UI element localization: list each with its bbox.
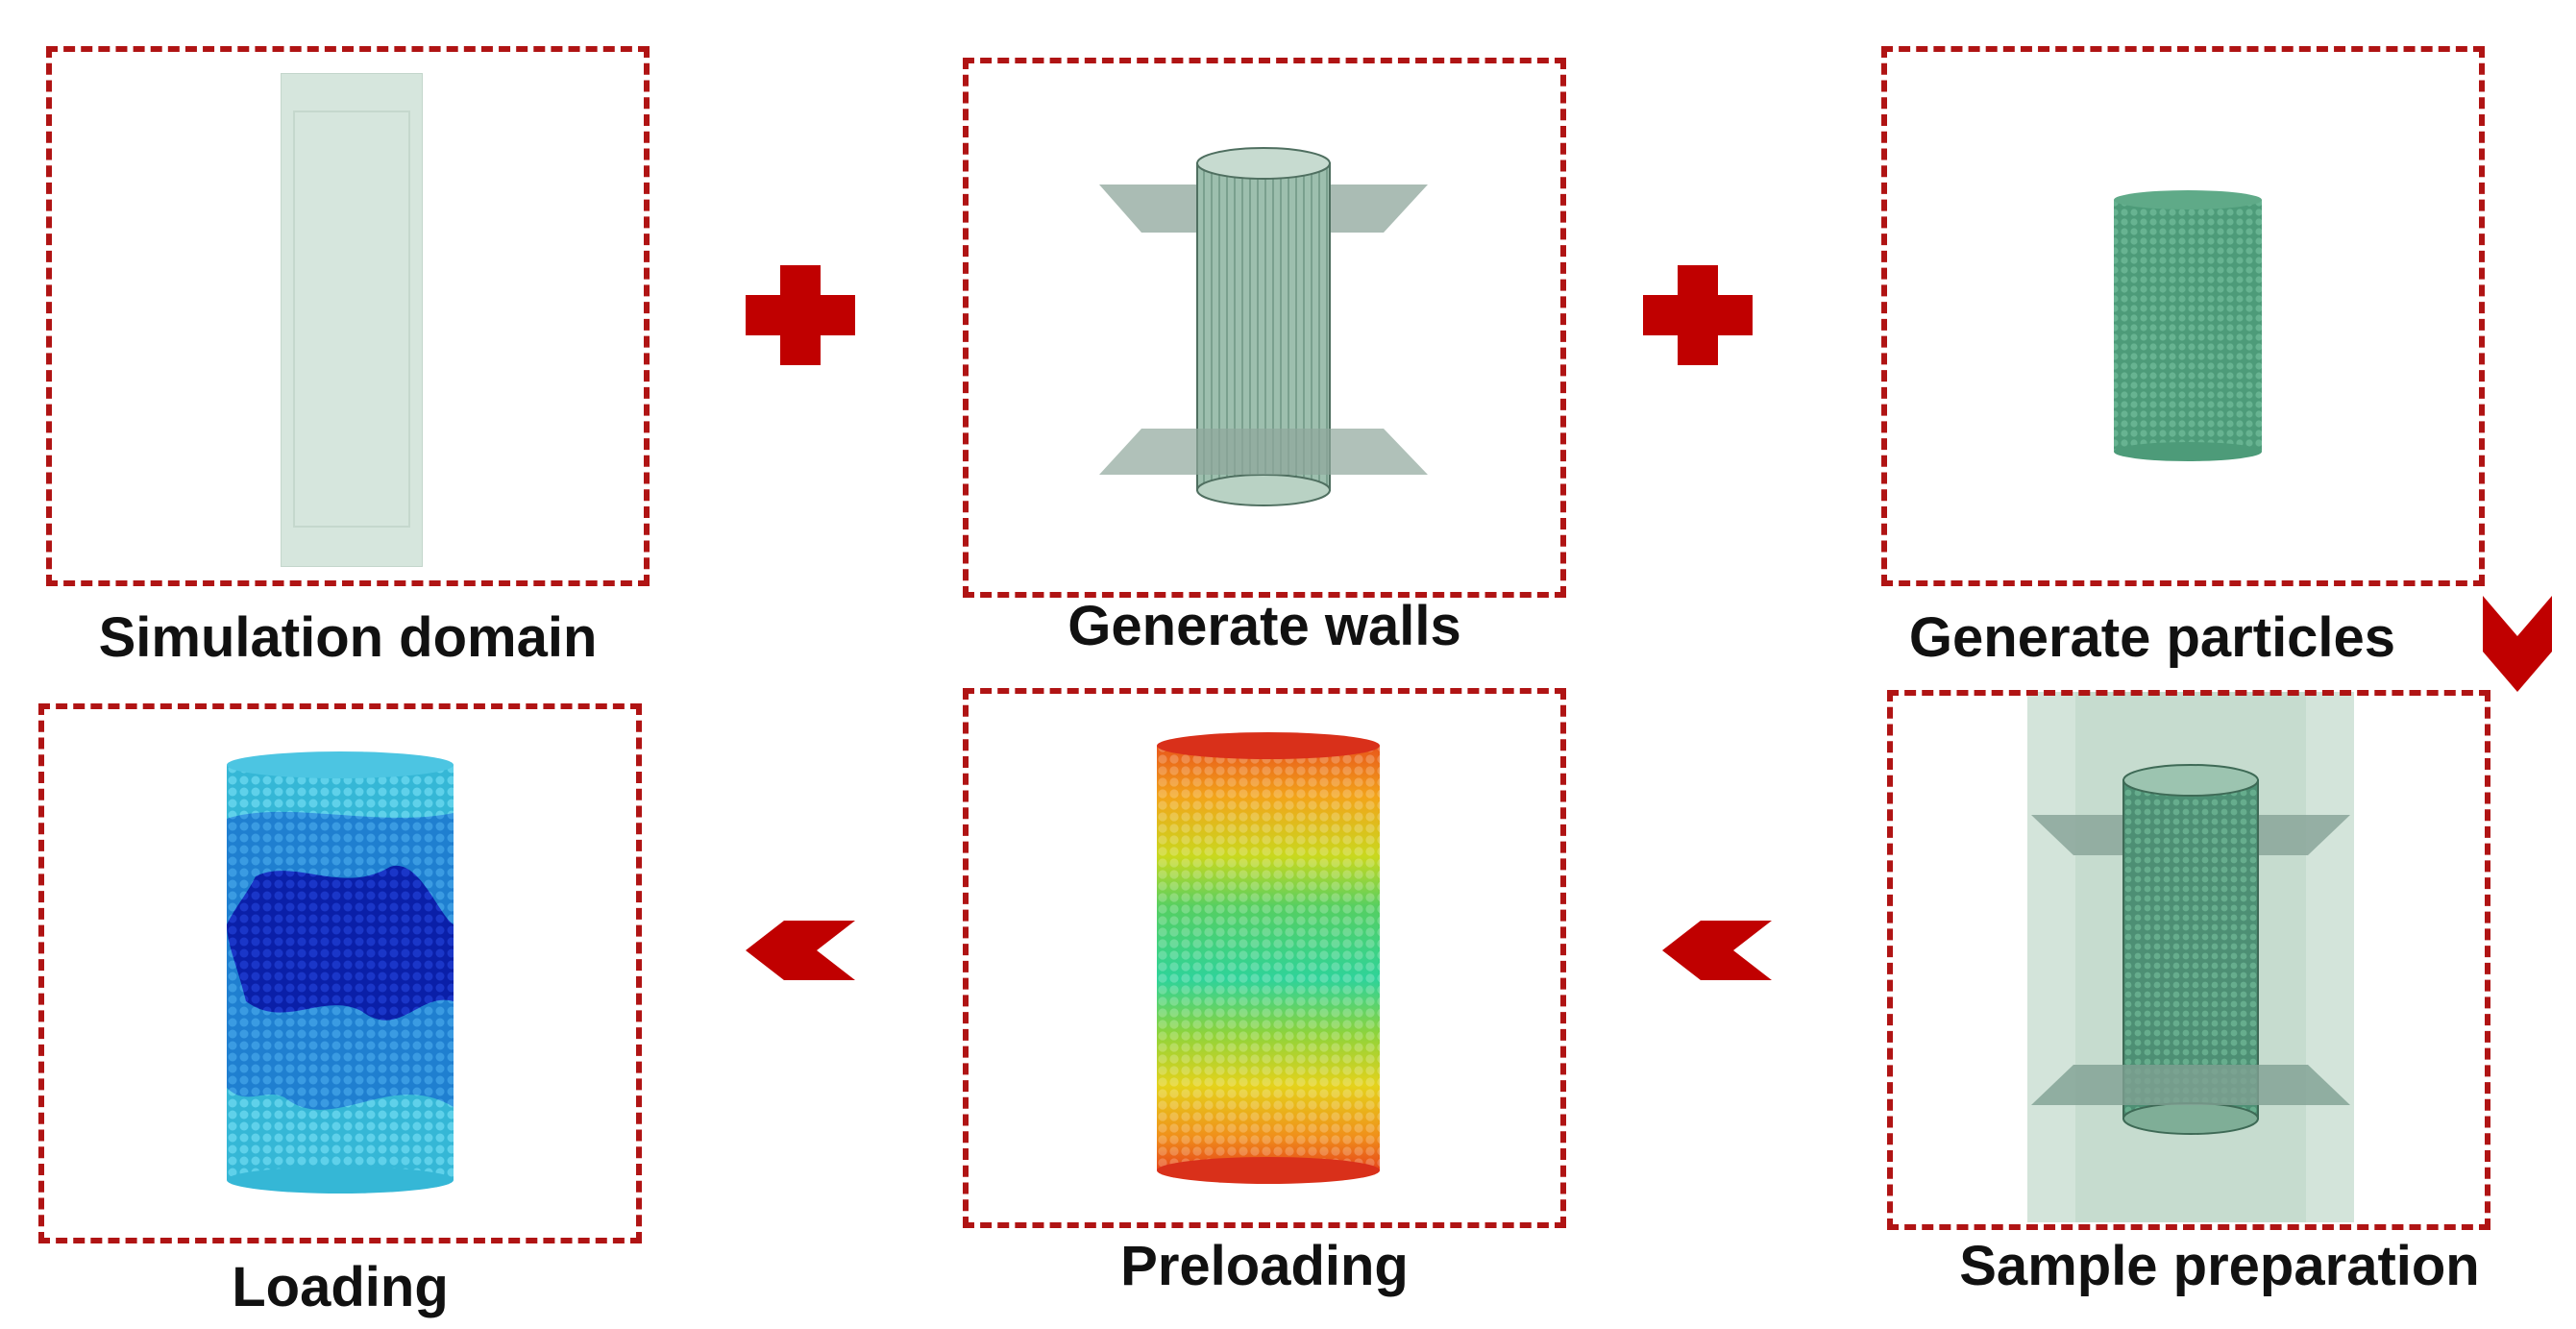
chevron-down-icon xyxy=(2483,596,2552,692)
panel-simulation-domain xyxy=(46,46,650,586)
panel-loading xyxy=(38,703,642,1243)
chevron-left-icon xyxy=(1662,921,1772,980)
label-preloading: Preloading xyxy=(1120,1235,1409,1297)
simulation-domain-box xyxy=(281,73,423,567)
panel-sample-preparation xyxy=(1887,690,2490,1230)
panel-generate-particles xyxy=(1881,46,2485,586)
sample-preparation-illustration xyxy=(2027,692,2354,1222)
label-sample-preparation: Sample preparation xyxy=(1959,1235,2480,1297)
label-loading: Loading xyxy=(232,1256,449,1318)
plus-icon xyxy=(1643,265,1753,365)
label-generate-particles: Generate particles xyxy=(1908,606,2396,669)
panel-generate-walls xyxy=(963,58,1566,598)
preloading-sample-illustration xyxy=(1157,730,1380,1186)
plus-icon xyxy=(746,265,855,365)
particles-cylinder-illustration xyxy=(2110,188,2266,463)
loading-sample-illustration xyxy=(227,751,454,1194)
panel-preloading xyxy=(963,688,1566,1228)
walls-cylinder-illustration xyxy=(1095,142,1428,511)
chevron-left-icon xyxy=(746,921,855,980)
label-simulation-domain: Simulation domain xyxy=(98,606,598,669)
label-generate-walls: Generate walls xyxy=(1067,595,1461,657)
